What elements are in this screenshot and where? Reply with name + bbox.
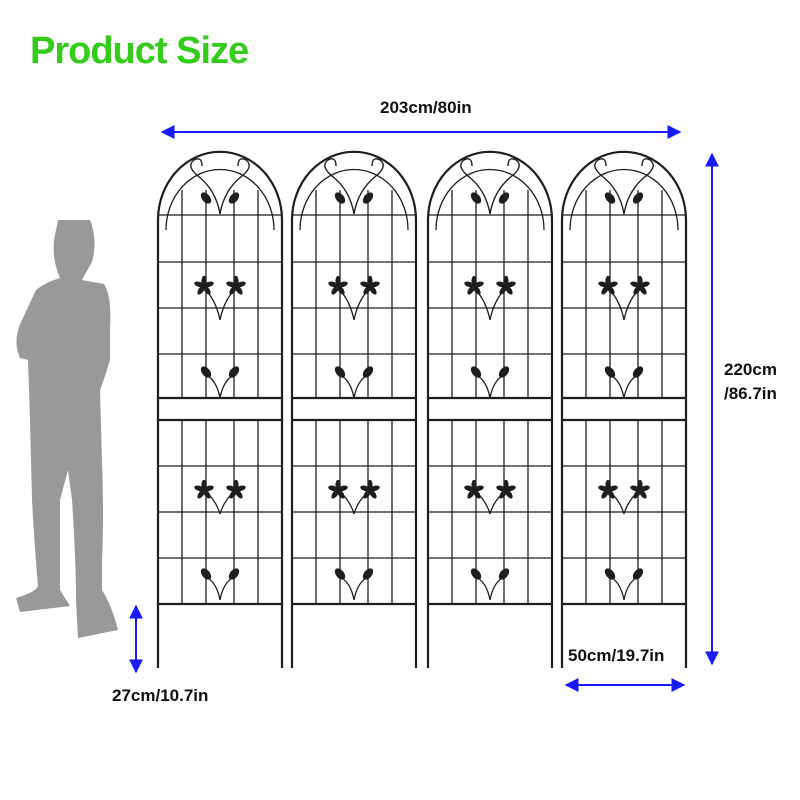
person-silhouette bbox=[16, 220, 118, 638]
height-label-line2: /86.7in bbox=[724, 384, 777, 403]
panel-width-label: 50cm/19.7in bbox=[568, 646, 665, 665]
trellis-panel bbox=[426, 150, 554, 668]
trellis-panel bbox=[290, 150, 418, 668]
total-width-label: 203cm/80in bbox=[380, 98, 472, 117]
height-label: 220cm /86.7in bbox=[724, 358, 777, 406]
height-label-line1: 220cm bbox=[724, 360, 777, 379]
trellis-panel bbox=[156, 150, 284, 668]
page-title: Product Size bbox=[30, 30, 249, 72]
trellis-panels bbox=[156, 150, 688, 668]
trellis-panel bbox=[560, 150, 688, 668]
stake-length-label: 27cm/10.7in bbox=[112, 686, 209, 705]
